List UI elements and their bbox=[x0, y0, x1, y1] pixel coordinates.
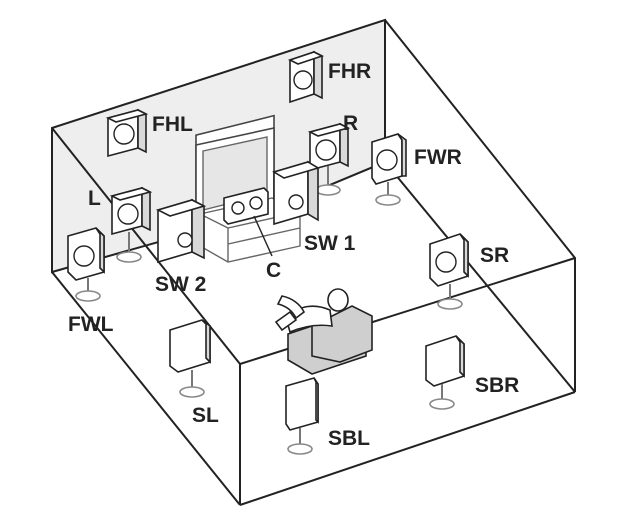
label-c: C bbox=[266, 259, 281, 282]
speaker-sl: SL bbox=[169, 319, 219, 427]
label-sbr: SBR bbox=[475, 374, 519, 397]
speaker-sr: SR bbox=[429, 233, 509, 310]
label-l: L bbox=[88, 187, 101, 210]
label-r: R bbox=[343, 112, 358, 135]
speaker-l: L bbox=[88, 186, 153, 263]
leader-c bbox=[253, 215, 273, 257]
speaker-fwr: FWR bbox=[371, 133, 462, 206]
speaker-sw1: SW 1 bbox=[272, 160, 356, 255]
label-sw1: SW 1 bbox=[304, 232, 356, 255]
room-right-edge bbox=[384, 19, 576, 392]
label-sr: SR bbox=[480, 244, 509, 267]
speaker-fhl: FHL bbox=[105, 108, 193, 158]
speaker-sw2: SW 2 bbox=[155, 198, 206, 296]
label-fhr: FHR bbox=[328, 60, 371, 83]
room-left-edge bbox=[51, 128, 241, 506]
speaker-r: R bbox=[307, 112, 358, 196]
speaker-fwl: FWL bbox=[67, 227, 114, 336]
label-fhl: FHL bbox=[152, 113, 193, 136]
room-front-bottom bbox=[239, 391, 576, 506]
label-sl: SL bbox=[192, 404, 219, 427]
label-sw2: SW 2 bbox=[155, 273, 206, 296]
listener-chair bbox=[274, 288, 373, 375]
speaker-c: C bbox=[223, 187, 281, 282]
speaker-sbr: SBR bbox=[425, 335, 519, 410]
room-floor-right bbox=[384, 161, 576, 393]
speaker-fhr: FHR bbox=[287, 50, 371, 104]
label-fwl: FWL bbox=[68, 313, 114, 336]
speaker-sbl: SBL bbox=[285, 377, 370, 455]
label-fwr: FWR bbox=[414, 146, 462, 169]
label-sbl: SBL bbox=[328, 427, 370, 450]
